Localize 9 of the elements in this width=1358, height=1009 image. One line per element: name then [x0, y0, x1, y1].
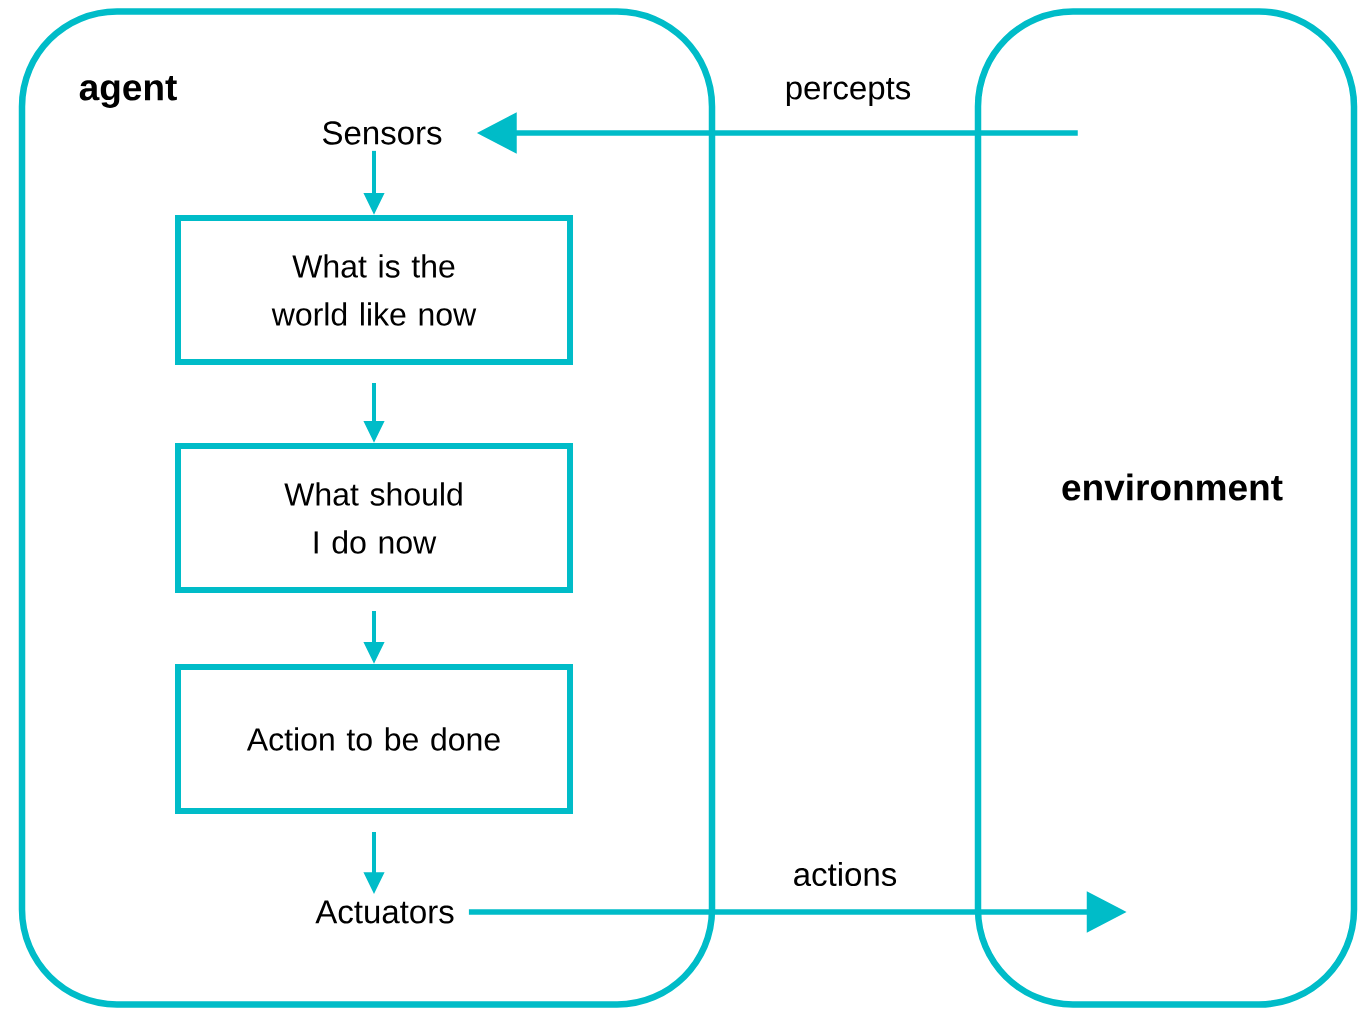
edge-label: actions — [790, 859, 900, 889]
node-label: Sensors — [323, 121, 442, 145]
process-box: Action to be done — [175, 664, 573, 814]
panel-title: agent — [79, 76, 177, 108]
edge-label: percepts — [782, 75, 914, 109]
node-label: Actuators — [315, 900, 454, 924]
process-box: What is the world like now — [175, 215, 573, 365]
panel-title: environment — [1062, 473, 1283, 501]
process-box: What should I do now — [175, 443, 573, 593]
